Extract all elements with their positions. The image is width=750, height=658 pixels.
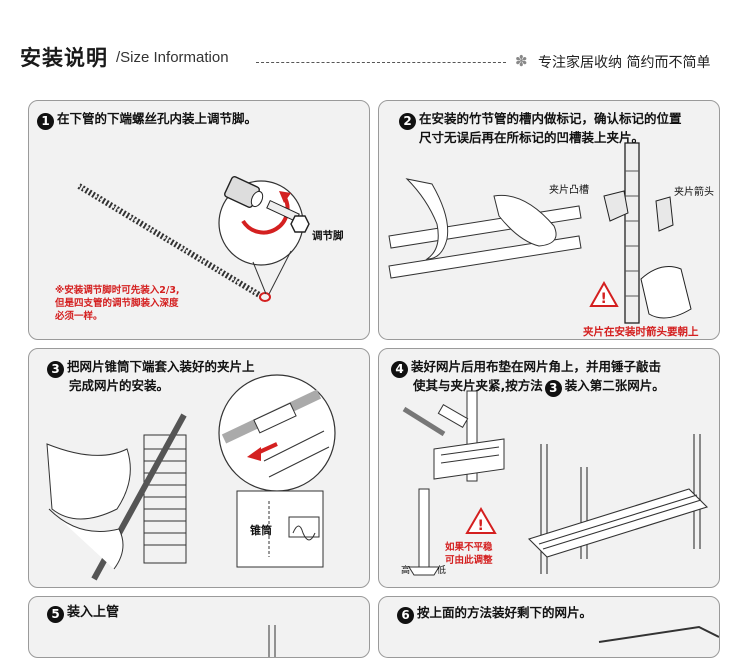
- high-label: 高: [401, 566, 411, 576]
- step-number-5: 5: [47, 606, 64, 623]
- flower-icon: ✽: [515, 52, 528, 70]
- clip-arrow-label: 夹片箭头: [674, 187, 714, 198]
- svg-text:!: !: [601, 291, 607, 307]
- shelf-install-illustration: [46, 374, 336, 581]
- step-4-warning: 如果不平稳 可由此调整: [445, 542, 493, 566]
- cone-label: 锥筒: [250, 524, 272, 537]
- page-subtitle: /Size Information: [116, 49, 229, 66]
- svg-text:!: !: [478, 518, 484, 534]
- adjust-foot-illustration: [77, 175, 310, 302]
- step-number-6: 6: [397, 607, 414, 624]
- step-2-warning: 夹片在安装时箭头要朝上: [583, 326, 699, 338]
- remaining-shelves-illustration: [598, 625, 719, 643]
- header-divider: [256, 62, 506, 63]
- adjust-foot-label: 调节脚: [312, 230, 344, 242]
- top-pipe-illustration: [268, 625, 276, 657]
- step-number-1: 1: [37, 113, 54, 130]
- hammer-illustration: !: [402, 390, 709, 576]
- step-number-2: 2: [399, 113, 416, 130]
- step-number-4: 4: [391, 361, 408, 378]
- step-4-ref-number: 3: [544, 380, 562, 397]
- low-label: 低: [437, 566, 447, 576]
- page-title: 安装说明: [20, 46, 108, 70]
- clip-mark-illustration: !: [388, 142, 692, 324]
- step-1-note: ※安装调节脚时可先装入2/3, 但是四支管的调节脚装入深度 必须一样。: [55, 285, 180, 322]
- header: 安装说明 /Size Information ✽ 专注家居收纳 简约而不简单: [0, 0, 750, 90]
- slogan: 专注家居收纳 简约而不简单: [538, 55, 711, 71]
- clip-groove-label: 夹片凸槽: [549, 185, 589, 196]
- step-number-3: 3: [47, 361, 64, 378]
